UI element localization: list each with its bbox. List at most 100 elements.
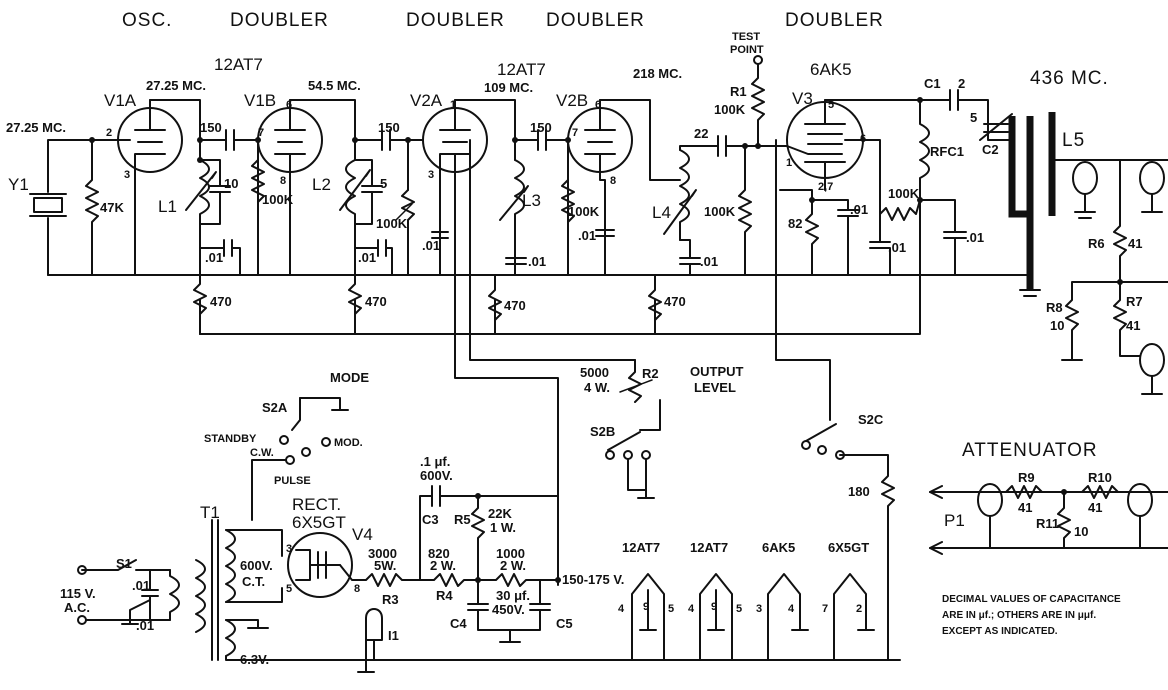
c2-cap-label: 5 [970, 110, 977, 125]
pin-label: 3 [286, 543, 292, 555]
capacitance-note: DECIMAL VALUES OF CAPACITANCE ARE IN μf.… [942, 594, 1121, 637]
pin-label: 3 [756, 603, 762, 615]
stage-doubler-1: DOUBLER [230, 10, 329, 31]
r5-value: 22K [488, 506, 512, 521]
r2-watt: 4 W. [584, 380, 610, 395]
test-point: R1 100K [714, 55, 765, 147]
r1000-watt: 2 W. [500, 558, 526, 573]
t1-label: T1 [200, 503, 220, 522]
r9-value: 41 [1018, 500, 1032, 515]
r100k-label: 100K [888, 186, 920, 201]
mod-label: MOD. [334, 437, 363, 449]
pin-label: 3 [124, 169, 130, 181]
l4-label: L4 [652, 203, 671, 222]
c3-voltage: 600V. [420, 468, 453, 483]
s2c-label: S2C [858, 412, 884, 427]
c01-label: .01 [966, 230, 984, 245]
c2-label: C2 [982, 142, 999, 157]
crystal-y1 [33, 197, 63, 213]
stage-doubler-4: DOUBLER [785, 10, 884, 31]
note-line-3: EXCEPT AS INDICATED. [942, 626, 1058, 637]
tube-v1a: V1A 2 3 [104, 91, 183, 276]
tank-l4: L4 22 .01 470 100K [599, 99, 761, 335]
frequency-labels: 27.25 MC. 27.25 MC. 54.5 MC. 109 MC. 218… [6, 66, 1108, 135]
r180-label: 180 [848, 484, 870, 499]
v2a-label: V2A [410, 91, 443, 110]
r4-watt: 2 W. [430, 558, 456, 573]
output-level-label-2: LEVEL [694, 380, 736, 395]
s1-label: S1 [116, 556, 132, 571]
freq-27: 27.25 MC. [146, 78, 206, 93]
heater-6x5gt: 6X5GT [828, 540, 869, 555]
i1-label: I1 [388, 628, 399, 643]
mode-switch: MODE S2A STANDBY C.W. MOD. PULSE [204, 370, 369, 521]
c01-label: .01 [888, 240, 906, 255]
c01-label: .01 [205, 250, 223, 265]
heater-section: 12AT7 12AT7 6AK5 6X5GT 4 9 5 4 9 5 3 4 7… [618, 529, 889, 661]
tube-type-12at7-b: 12AT7 [497, 60, 546, 79]
l1-label: L1 [158, 197, 177, 216]
c01b-label: .01 [136, 618, 154, 633]
c01-label: .01 [850, 202, 868, 217]
freq-input: 27.25 MC. [6, 120, 66, 135]
c01-label: .01 [700, 254, 718, 269]
c150c-label: 150 [530, 120, 552, 135]
r2-label: R2 [642, 366, 659, 381]
pin-label: 2,7 [818, 181, 833, 193]
stage-doubler-3: DOUBLER [546, 10, 645, 31]
s2b-label: S2B [590, 424, 615, 439]
c3-value: .1 μf. [420, 454, 450, 469]
v1a-label: V1A [104, 91, 137, 110]
r47k-label: 47K [100, 200, 124, 215]
output-level-label: OUTPUT [690, 364, 744, 379]
stage-osc: OSC. [122, 10, 172, 31]
r9-label: R9 [1018, 470, 1035, 485]
freq-218: 218 MC. [633, 66, 682, 81]
test-point-label: TEST [732, 31, 760, 43]
pin-label: 7 [822, 603, 828, 615]
pin-label: 8 [610, 175, 616, 187]
rectifier-v4 [287, 532, 353, 598]
resistor-47k [85, 139, 99, 276]
c2-value: 2 [958, 76, 965, 91]
pin-label: 5 [286, 583, 292, 595]
pin-label: 8 [280, 175, 286, 187]
freq-54: 54.5 MC. [308, 78, 361, 93]
pin-label: 4 [788, 603, 795, 615]
v1b-label: V1B [244, 91, 276, 110]
c1-label: C1 [924, 76, 941, 91]
l3-label: L3 [522, 191, 541, 210]
l2-label: L2 [312, 175, 331, 194]
pin-label: 1 [450, 99, 456, 111]
r100k-label: 100K [704, 204, 736, 219]
r1-label: R1 [730, 84, 747, 99]
pin-label: 2 [106, 127, 112, 139]
r7-label: R7 [1126, 294, 1143, 309]
r7-value: 41 [1126, 318, 1140, 333]
ac-label: 115 V. [60, 586, 96, 601]
note-line-1: DECIMAL VALUES OF CAPACITANCE [942, 594, 1121, 605]
r6-value: 41 [1128, 236, 1142, 251]
r100k-label: 100K [568, 204, 600, 219]
c01-label: .01 [578, 228, 596, 243]
rect-label: RECT. [292, 495, 341, 514]
r1000-value: 1000 [496, 546, 525, 561]
pin-label: 1 [786, 157, 792, 169]
test-point-terminal [753, 55, 763, 65]
c4-label: C4 [450, 616, 467, 631]
pin-label: 9 [643, 601, 649, 613]
pin-label: 6 [286, 99, 292, 111]
c01-label: .01 [358, 250, 376, 265]
rfc1-label: RFC1 [930, 144, 964, 159]
r8-value: 10 [1050, 318, 1064, 333]
crystal-section: Y1 47K [8, 139, 131, 276]
r8-label: R8 [1046, 300, 1063, 315]
tank-l1: 150 L1 10 .01 470 100K [149, 99, 294, 335]
tube-v1b: V1B 6 7 8 [244, 91, 323, 276]
bplus-bus [199, 199, 921, 335]
pin-label: 2 [856, 603, 862, 615]
l5-label: L5 [1062, 130, 1085, 151]
r11-label: R11 [1036, 516, 1059, 531]
ct-label: 600V. [240, 558, 273, 573]
r5-label: R5 [454, 512, 471, 527]
